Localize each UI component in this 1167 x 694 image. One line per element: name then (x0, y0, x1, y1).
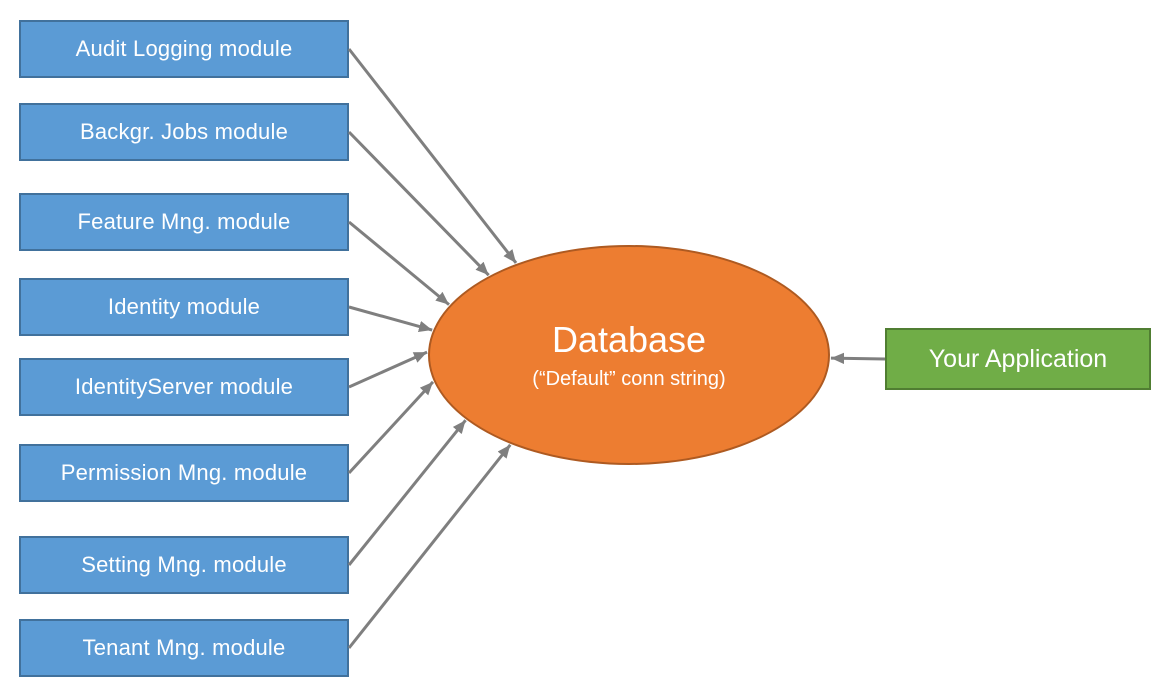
connector-arrow (830, 352, 886, 365)
connector-arrow (347, 443, 512, 649)
module-label: Feature Mng. module (77, 209, 291, 234)
module-label: Backgr. Jobs module (79, 119, 289, 144)
connector-arrow (347, 380, 435, 475)
module-label: Tenant Mng. module (82, 635, 286, 660)
module-box-feature-management: Feature Mng. module (19, 193, 349, 251)
connector-arrow (348, 350, 428, 389)
connector-arrow (348, 305, 433, 333)
connector-arrow (347, 48, 518, 264)
your-application-box: Your Application (885, 328, 1151, 390)
your-application-label: Your Application (928, 344, 1108, 373)
connector-arrow (347, 419, 467, 566)
module-box-permission-management: Permission Mng. module (19, 444, 349, 502)
module-label: IdentityServer module (74, 374, 294, 399)
connector-arrow (348, 220, 450, 306)
module-box-setting-management: Setting Mng. module (19, 536, 349, 594)
database-connection-string-label: (“Default” conn string) (532, 367, 726, 390)
module-label: Identity module (107, 294, 261, 319)
database-ellipse: Database (“Default” conn string) (428, 245, 830, 465)
module-label: Permission Mng. module (60, 460, 308, 485)
database-title: Database (551, 319, 707, 361)
module-box-tenant-management: Tenant Mng. module (19, 619, 349, 677)
module-label: Setting Mng. module (81, 552, 287, 577)
module-box-background-jobs: Backgr. Jobs module (19, 103, 349, 161)
module-box-identityserver: IdentityServer module (19, 358, 349, 416)
module-box-identity: Identity module (19, 278, 349, 336)
module-box-audit-logging: Audit Logging module (19, 20, 349, 78)
connector-arrow (347, 130, 490, 277)
module-label: Audit Logging module (75, 36, 293, 61)
